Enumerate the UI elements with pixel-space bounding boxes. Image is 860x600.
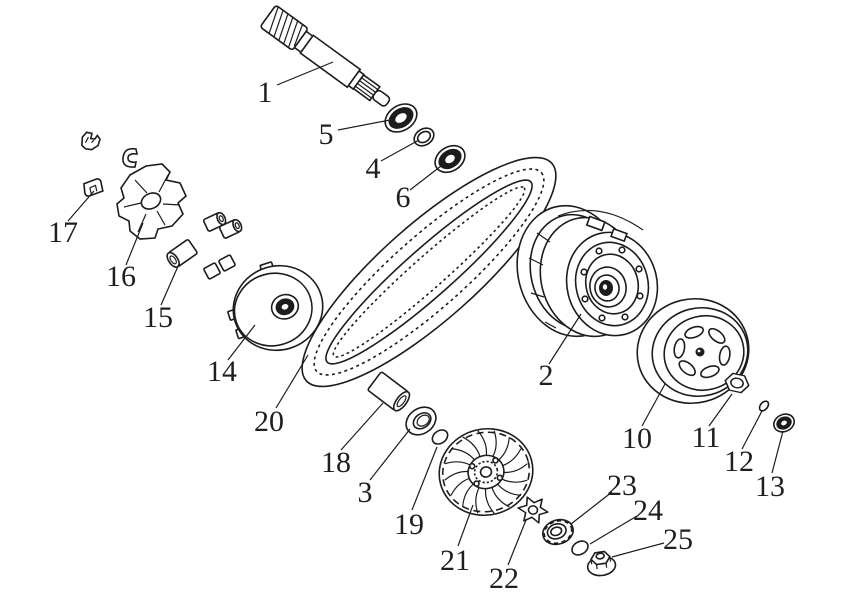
part-oring-19 <box>431 429 449 445</box>
callout-16: 16 <box>106 260 136 293</box>
part-clutch-assembly <box>516 204 659 338</box>
leader-line-3 <box>369 428 411 481</box>
callout-14: 14 <box>207 355 237 388</box>
leader-line-12 <box>741 410 763 450</box>
part-seal-6 <box>434 144 466 174</box>
part-slider-b <box>218 254 236 272</box>
callout-24: 24 <box>633 494 663 527</box>
leader-line-4 <box>380 139 420 162</box>
callout-12: 12 <box>724 445 754 478</box>
part-fan-pulley <box>438 427 534 517</box>
callout-1: 1 <box>258 76 273 109</box>
leader-line-6 <box>409 165 442 191</box>
leader-line-24 <box>589 515 638 545</box>
part-star-gear <box>517 496 549 524</box>
part-hex-nut-11 <box>724 372 750 394</box>
callout-13: 13 <box>755 470 785 503</box>
part-nut-13 <box>773 413 795 433</box>
leader-line-1 <box>276 61 334 86</box>
part-cvt-belt <box>301 156 557 388</box>
part-clutch-bell <box>636 297 750 405</box>
callout-22: 22 <box>489 562 519 595</box>
leader-line-23 <box>570 491 613 525</box>
leader-line-22 <box>507 519 527 566</box>
callout-2: 2 <box>539 359 554 392</box>
leader-line-16 <box>125 222 144 266</box>
part-roller-b <box>218 218 243 239</box>
part-washer-12 <box>758 400 770 412</box>
leader-line-15 <box>160 263 180 306</box>
part-oring-24 <box>571 540 589 556</box>
leader-lines <box>67 61 784 566</box>
callout-18: 18 <box>321 446 351 479</box>
callout-6: 6 <box>396 181 411 214</box>
callout-15: 15 <box>143 301 173 334</box>
callout-10: 10 <box>622 422 652 455</box>
leader-line-5 <box>337 119 391 131</box>
leader-line-19 <box>411 446 438 511</box>
callout-19: 19 <box>394 508 424 541</box>
part-roller-15 <box>166 239 198 268</box>
callout-21: 21 <box>440 544 470 577</box>
part-clip-17b <box>122 147 138 168</box>
leader-line-13 <box>771 430 784 474</box>
part-clip-17a <box>80 131 101 151</box>
part-spring-seat <box>541 518 575 546</box>
callout-25: 25 <box>663 523 693 556</box>
leader-line-18 <box>340 402 384 451</box>
callout-5: 5 <box>319 118 334 151</box>
leader-line-11 <box>708 393 733 427</box>
part-roller-a <box>202 211 227 232</box>
part-bushing-18 <box>367 371 411 412</box>
part-ramp-plate <box>116 163 187 240</box>
leader-line-17 <box>67 190 95 222</box>
leader-line-20 <box>275 354 309 409</box>
leader-line-10 <box>641 383 666 427</box>
leader-line-2 <box>548 313 582 365</box>
callout-11: 11 <box>692 421 721 454</box>
part-washer-4 <box>413 127 435 147</box>
leader-line-21 <box>457 504 474 547</box>
callout-4: 4 <box>366 152 381 185</box>
callout-20: 20 <box>254 405 284 438</box>
part-race-3 <box>405 406 437 436</box>
callouts: 1 2 3 4 5 6 10 11 12 13 14 15 16 17 18 1… <box>48 76 785 595</box>
callout-3: 3 <box>358 476 373 509</box>
part-slider-a <box>203 262 221 280</box>
part-clip-17c <box>83 178 104 197</box>
leader-line-25 <box>611 542 665 558</box>
callout-17: 17 <box>48 216 78 249</box>
leader-line-14 <box>227 324 256 361</box>
part-flange-nut <box>586 550 617 577</box>
callout-23: 23 <box>607 469 637 502</box>
part-drive-face <box>227 261 324 352</box>
part-drive-shaft <box>260 5 391 107</box>
part-bearing-5 <box>384 103 418 133</box>
